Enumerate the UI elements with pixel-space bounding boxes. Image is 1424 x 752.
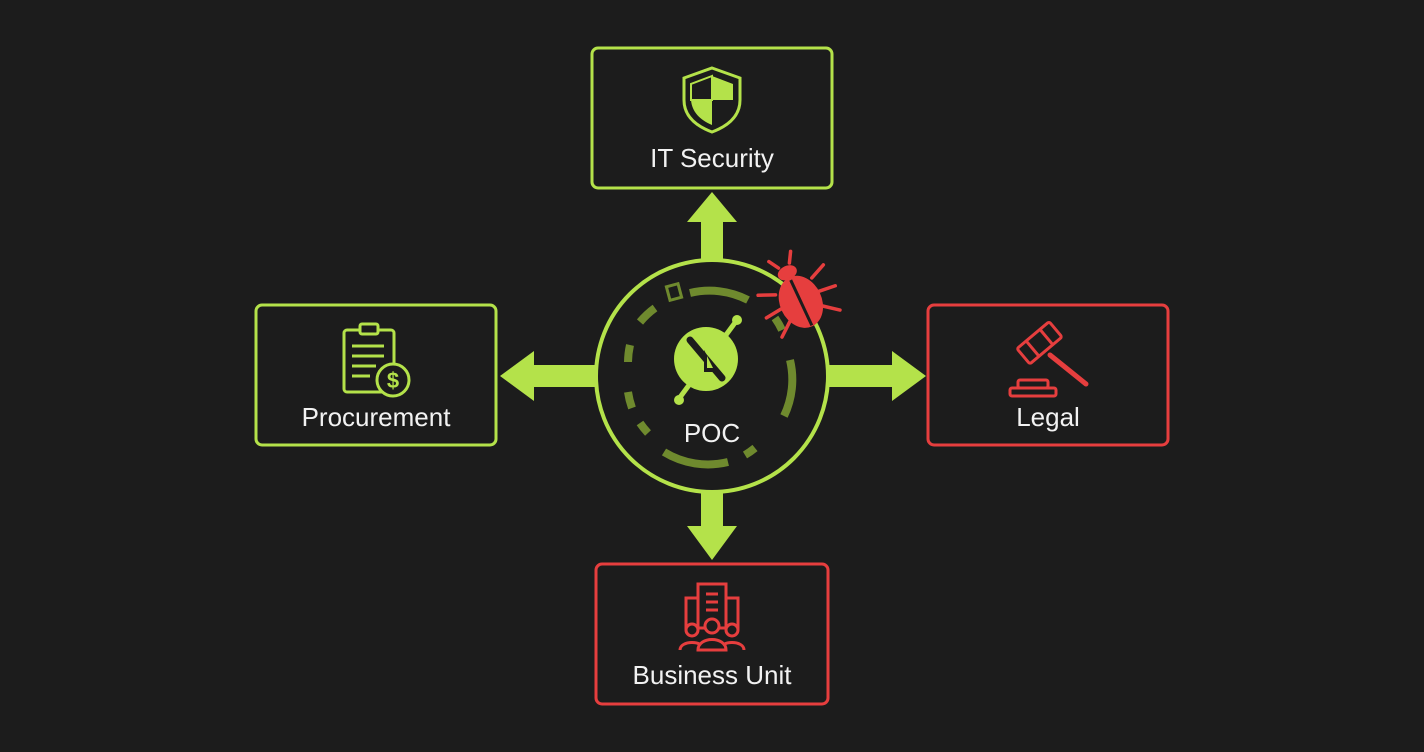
node-it-security-label: IT Security xyxy=(650,143,774,173)
node-it-security[interactable]: IT Security xyxy=(590,46,834,190)
node-procurement-label: Procurement xyxy=(302,402,452,432)
link-break-icon xyxy=(674,315,742,405)
node-legal-label: Legal xyxy=(1016,402,1080,432)
poc-hub[interactable]: POC xyxy=(594,258,830,494)
node-business-unit[interactable]: Business Unit xyxy=(594,562,830,706)
arrow-left xyxy=(500,351,598,401)
arrow-right xyxy=(826,351,926,401)
node-business-unit-label: Business Unit xyxy=(633,660,793,690)
arrow-up xyxy=(687,192,737,262)
bug-icon xyxy=(756,249,842,339)
poc-label: POC xyxy=(684,418,740,448)
gavel-icon xyxy=(1008,320,1089,398)
clipboard-dollar-icon xyxy=(342,322,411,398)
shield-icon xyxy=(682,66,742,134)
arrow-down xyxy=(687,490,737,560)
node-procurement[interactable]: $ Procurement xyxy=(254,303,498,447)
building-team-icon xyxy=(678,582,746,652)
dollar-sign-icon: $ xyxy=(387,368,399,393)
node-legal[interactable]: Legal xyxy=(926,303,1170,447)
